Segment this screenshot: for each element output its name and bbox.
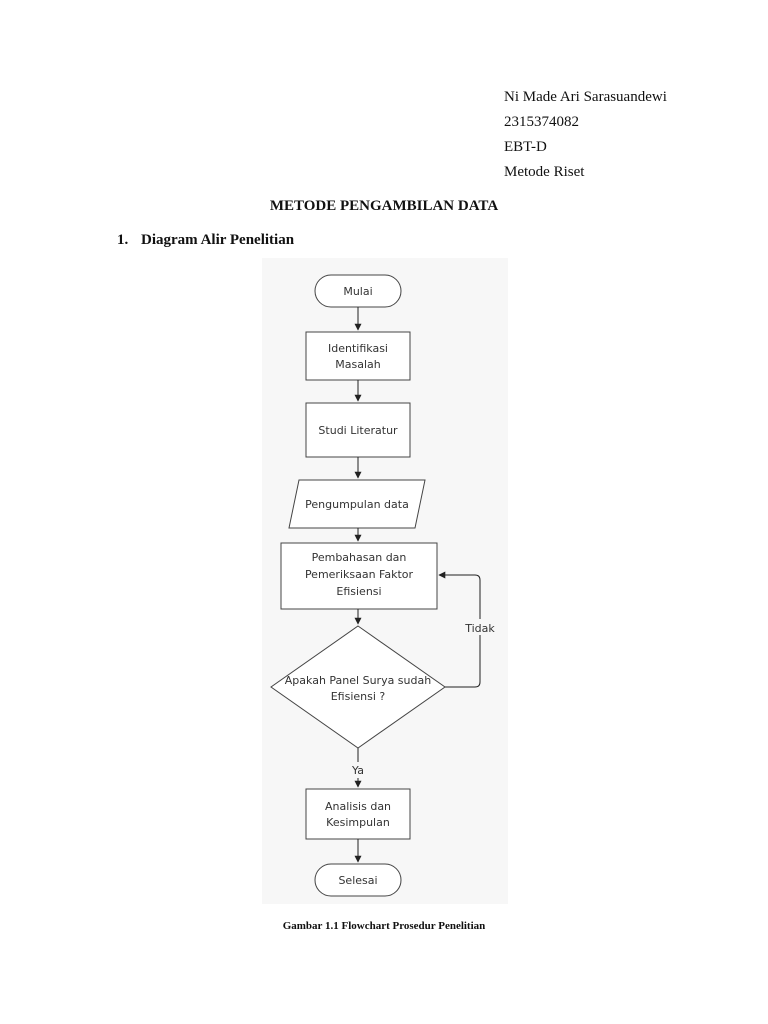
end-terminator <box>314 863 402 897</box>
yes-label: Ya <box>351 764 364 777</box>
start-label: Mulai <box>343 285 372 298</box>
decision-label-2: Efisiensi ? <box>331 690 386 703</box>
decision-diamond <box>270 625 446 749</box>
yes-label-background <box>348 762 368 778</box>
identify-problem-label-2: Masalah <box>335 358 381 371</box>
analysis-label-1: Analisis dan <box>325 800 391 813</box>
discussion-label-1: Pembahasan dan <box>312 551 407 564</box>
no-label-background <box>462 619 498 635</box>
discussion-label-3: Efisiensi <box>336 585 381 598</box>
discussion-label-2: Pemeriksaan Faktor <box>305 568 414 581</box>
no-label: Tidak <box>464 622 495 635</box>
author-name: Ni Made Ari Sarasuandewi <box>504 89 667 105</box>
class-name: EBT-D <box>504 139 547 155</box>
section-heading: 1. Diagram Alir Penelitian <box>117 232 294 249</box>
literature-study-box <box>305 402 411 458</box>
identify-problem-label-1: Identifikasi <box>328 342 388 355</box>
student-id: 2315374082 <box>504 114 579 130</box>
data-collection-label: Pengumpulan data <box>305 498 409 511</box>
discussion-box <box>280 542 438 610</box>
figure-caption: Gambar 1.1 Flowchart Prosedur Penelitian <box>282 920 486 932</box>
document-title: METODE PENGAMBILAN DATA <box>269 198 499 214</box>
flowchart-diagram: Mulai Identifikasi Masalah Studi Literat… <box>270 274 498 897</box>
end-label: Selesai <box>338 874 377 887</box>
flowchart-figure: Mulai Identifikasi Masalah Studi Literat… <box>262 258 508 904</box>
analysis-box <box>305 788 411 840</box>
data-collection-parallelogram <box>288 479 426 529</box>
section-title: Diagram Alir Penelitian <box>141 232 295 248</box>
course-name: Metode Riset <box>504 164 585 180</box>
section-number: 1. <box>117 232 129 248</box>
literature-study-label: Studi Literatur <box>318 424 398 437</box>
decision-label-1: Apakah Panel Surya sudah <box>285 674 431 687</box>
identify-problem-box <box>305 331 411 381</box>
analysis-label-2: Kesimpulan <box>326 816 390 829</box>
